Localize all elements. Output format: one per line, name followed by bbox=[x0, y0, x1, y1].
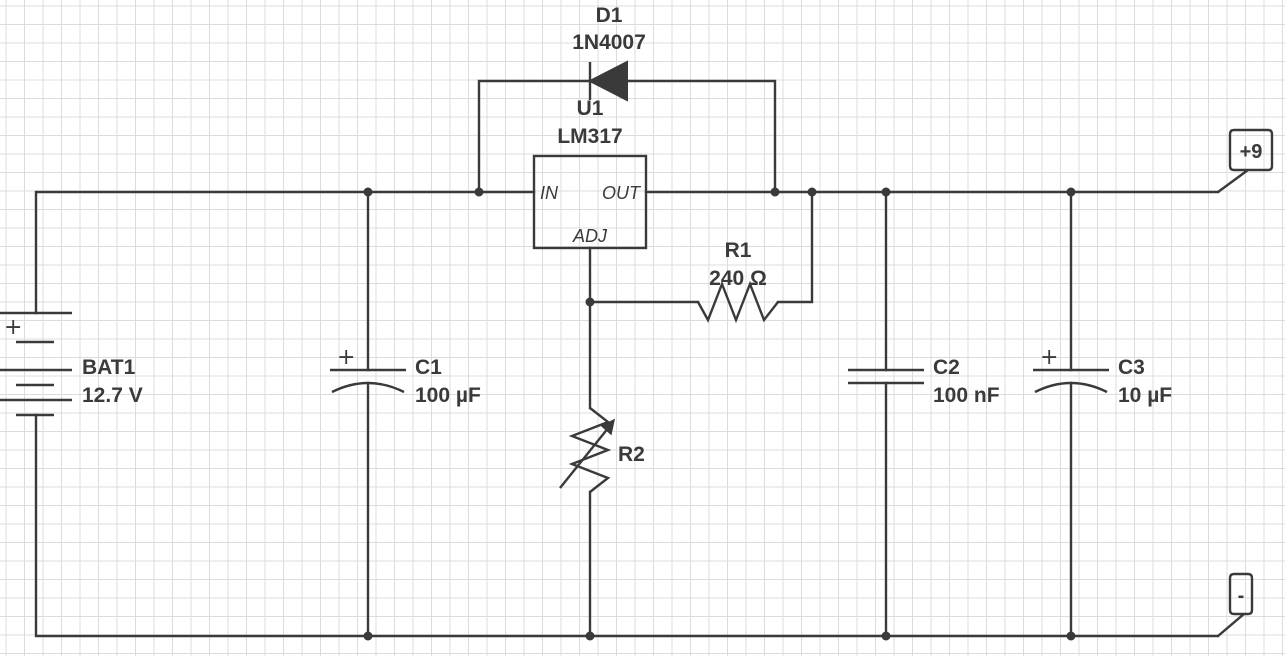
junction-dot bbox=[363, 631, 373, 641]
junction-dot bbox=[585, 631, 595, 641]
port-positive-label: +9 bbox=[1240, 141, 1263, 163]
u1-pin-in-label: IN bbox=[540, 183, 559, 203]
c3-value-label: 10 µF bbox=[1118, 384, 1172, 407]
d1-ref-label: D1 bbox=[596, 4, 623, 27]
c1-value-label: 100 µF bbox=[415, 384, 481, 407]
potentiometer-r2[interactable]: R2 bbox=[559, 407, 645, 493]
port-positive[interactable]: +9 bbox=[1217, 128, 1274, 193]
junction-dot bbox=[363, 187, 373, 197]
capacitor-c3[interactable]: + C3 10 µF bbox=[1033, 345, 1172, 407]
wires bbox=[34, 79, 1220, 638]
junction-dot bbox=[807, 187, 817, 197]
junction-dot bbox=[770, 187, 780, 197]
u1-ref-label: U1 bbox=[577, 97, 604, 120]
r1-value-label: 240 Ω bbox=[709, 267, 767, 290]
junction-dot bbox=[881, 187, 891, 197]
junction-dot bbox=[1066, 631, 1076, 641]
junction-dot bbox=[1066, 187, 1076, 197]
capacitor-c1[interactable]: + C1 100 µF bbox=[330, 345, 481, 407]
d1-value-label: 1N4007 bbox=[572, 31, 646, 54]
c1-polarity-plus: + bbox=[337, 345, 355, 370]
junction-dot bbox=[585, 297, 595, 307]
battery-polarity-plus: + bbox=[4, 315, 22, 340]
junctions bbox=[363, 187, 1076, 641]
u1-pin-out-label: OUT bbox=[602, 183, 642, 203]
c3-polarity-plus: + bbox=[1040, 345, 1058, 370]
battery-bat1[interactable]: + BAT1 12.7 V bbox=[0, 311, 143, 417]
battery-value-label: 12.7 V bbox=[82, 384, 143, 407]
diode-d1[interactable]: D1 1N4007 bbox=[572, 4, 646, 102]
battery-ref-label: BAT1 bbox=[82, 356, 136, 379]
capacitor-c2[interactable]: C2 100 nF bbox=[848, 356, 1000, 407]
wire-diode-loop-right[interactable] bbox=[625, 79, 777, 194]
u1-pin-adj-label: ADJ bbox=[572, 226, 608, 246]
regulator-u1[interactable]: U1 LM317 IN OUT ADJ bbox=[532, 97, 648, 250]
c3-ref-label: C3 bbox=[1118, 356, 1145, 379]
c2-value-label: 100 nF bbox=[933, 384, 1000, 407]
resistor-r1[interactable]: R1 240 Ω bbox=[696, 239, 779, 324]
port-negative[interactable]: - bbox=[1217, 572, 1254, 637]
junction-dot bbox=[881, 631, 891, 641]
junction-dot bbox=[474, 187, 484, 197]
diode-triangle bbox=[587, 60, 628, 102]
wire-bottom-rail[interactable] bbox=[34, 413, 1220, 638]
wire-r1-to-out[interactable] bbox=[776, 190, 814, 304]
r2-ref-label: R2 bbox=[618, 443, 645, 466]
c2-ref-label: C2 bbox=[933, 356, 960, 379]
r1-ref-label: R1 bbox=[725, 239, 752, 262]
wire-diode-loop-left[interactable] bbox=[477, 79, 592, 194]
c1-ref-label: C1 bbox=[415, 356, 442, 379]
port-negative-label: - bbox=[1238, 585, 1245, 607]
wire-top-rail-left[interactable] bbox=[34, 190, 536, 315]
r2-arrow-head bbox=[600, 418, 616, 436]
u1-value-label: LM317 bbox=[557, 125, 622, 148]
